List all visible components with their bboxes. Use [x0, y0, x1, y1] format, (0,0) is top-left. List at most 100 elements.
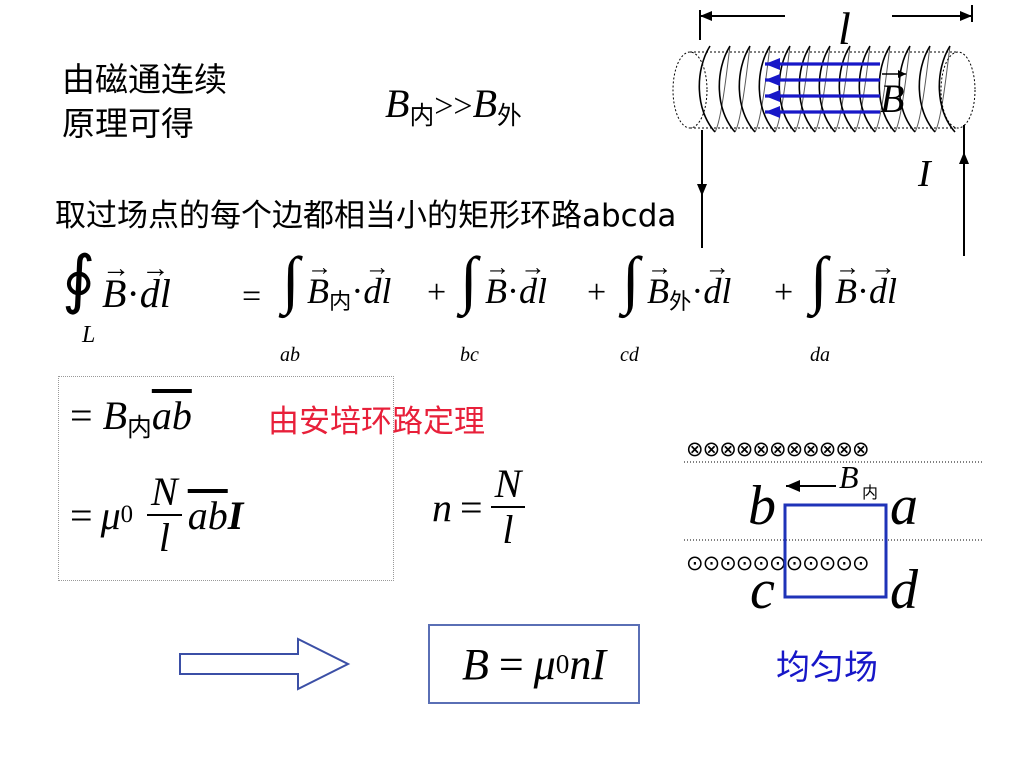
term-ab-b: B	[307, 254, 329, 312]
integral-equation: ∮ L B·dl = ∫ B内·dl ab + ∫ B·dl bc + ∫ B外…	[62, 248, 992, 367]
current-arrow-right	[959, 152, 969, 164]
integral-sign-cd: ∫	[622, 244, 640, 315]
much-greater-symbol: >>	[434, 88, 473, 125]
integral-equals: =	[242, 278, 262, 315]
term-cd-dl: dl	[703, 254, 731, 312]
step2-segment: ab	[187, 492, 228, 538]
term-da-dot: ·	[857, 271, 869, 311]
intro-line-2: 原理可得	[62, 104, 194, 143]
current-arrow-left	[697, 184, 707, 196]
step2-mu: μ	[100, 492, 121, 538]
length-arrowhead-right	[960, 11, 972, 21]
term-bc-dl: dl	[519, 254, 547, 312]
lhs-integrand: B·dl	[102, 253, 171, 317]
n-fraction: N l	[490, 462, 526, 552]
integral-sign-da: ∫	[810, 244, 828, 315]
out-of-page-row: ⊙⊙⊙⊙⊙⊙⊙⊙⊙⊙⊙	[686, 551, 869, 575]
field-vector-arrowhead	[898, 70, 906, 78]
result-n: n	[569, 639, 592, 689]
step2-fraction: N l	[147, 470, 182, 560]
closed-path-label: L	[82, 322, 96, 348]
loop-field-arrowhead	[786, 480, 800, 492]
b-inner-subscript: 内	[409, 100, 435, 130]
length-label: l	[838, 3, 851, 54]
term-bc: ∫	[460, 248, 478, 312]
solenoid-field-label: B	[880, 76, 904, 121]
plus-3: +	[774, 274, 794, 311]
result-b: B	[461, 639, 489, 689]
ampere-law-text: 由安培环路定理	[268, 404, 485, 440]
integrand-cd: B外·dl	[647, 254, 731, 316]
corner-d: d	[890, 559, 919, 620]
term-da-b: B	[835, 254, 857, 312]
path-label-da: da	[810, 344, 830, 366]
into-page-row: ⊗⊗⊗⊗⊗⊗⊗⊗⊗⊗⊗	[686, 437, 869, 461]
step1-segment: ab	[151, 393, 192, 438]
corner-a: a	[890, 475, 918, 537]
corner-b: b	[748, 475, 776, 537]
current-label: I	[917, 153, 933, 195]
loop-diagram: ⊗⊗⊗⊗⊗⊗⊗⊗⊗⊗⊗ ⊙⊙⊙⊙⊙⊙⊙⊙⊙⊙⊙ B 内 b a c d	[684, 437, 984, 620]
step2-mu-sub: 0	[120, 501, 134, 528]
integrand-bc: B·dl	[485, 254, 547, 312]
field-inequality: B内>>B外	[385, 80, 522, 132]
intro-text: 由磁通连续 原理可得	[62, 58, 227, 146]
length-arrowhead-left	[700, 11, 712, 21]
lhs-b-vector: B	[102, 253, 127, 317]
field-lines	[765, 58, 880, 118]
term-cd: ∫	[622, 248, 640, 312]
intro-line-1: 由磁通连续	[62, 60, 227, 99]
term-bc-b: B	[485, 254, 507, 312]
path-label-ab: ab	[280, 344, 300, 366]
implies-arrow-icon	[179, 637, 351, 691]
term-ab-sub: 内	[329, 289, 352, 316]
step1-equals: =	[70, 393, 93, 438]
term-cd-dot: ·	[691, 271, 704, 311]
result-current: I	[591, 639, 607, 689]
loop-field-sub: 内	[862, 483, 878, 502]
step2-num: N	[147, 470, 182, 516]
term-bc-dot: ·	[507, 271, 519, 311]
step1-sub: 内	[127, 412, 152, 442]
path-label-cd: cd	[620, 344, 639, 366]
plus-1: +	[427, 274, 447, 311]
corner-c: c	[750, 559, 775, 620]
result-equals: =	[498, 639, 524, 689]
derivation-box	[58, 376, 394, 581]
term-ab-dl: dl	[363, 254, 391, 312]
term-cd-b: B	[647, 254, 669, 312]
result-mu-sub: 0	[555, 648, 570, 679]
term-da-dl: dl	[869, 254, 897, 312]
n-num: N	[490, 462, 526, 508]
rect-loop-sentence: 取过场点的每个边都相当小的矩形环路abcda	[55, 198, 677, 234]
step-1: = B内ab	[70, 392, 192, 444]
closed-integral: ∮ L	[62, 248, 95, 349]
b-outer-symbol: B	[472, 81, 498, 126]
n-equals: =	[460, 484, 483, 530]
n-definition: n = N l	[432, 462, 526, 552]
b-inner-symbol: B	[385, 81, 410, 126]
integrand-da: B·dl	[835, 254, 897, 312]
rectangular-loop	[783, 503, 888, 599]
solenoid-diagram: l B I	[672, 3, 976, 256]
loop-field-label: B	[839, 459, 859, 495]
closed-integral-sign: ∮	[62, 244, 96, 315]
integral-sign-bc: ∫	[460, 244, 478, 315]
path-label-bc: bc	[460, 344, 479, 366]
step2-equals: =	[70, 492, 93, 538]
result-mu: μ	[533, 639, 556, 689]
lhs-dl-vector: dl	[140, 253, 171, 317]
term-da: ∫	[810, 248, 828, 312]
n-symbol: n	[432, 484, 452, 530]
integral-sign-ab: ∫	[282, 244, 300, 315]
step1-b: B	[102, 393, 127, 438]
uniform-field-text: 均匀场	[776, 648, 878, 688]
b-outer-subscript: 外	[497, 100, 522, 130]
term-ab-dot: ·	[351, 271, 364, 311]
term-ab: ∫	[282, 248, 300, 312]
step2-den: l	[158, 515, 170, 560]
step2-current: I	[227, 492, 244, 538]
n-den: l	[502, 507, 514, 552]
